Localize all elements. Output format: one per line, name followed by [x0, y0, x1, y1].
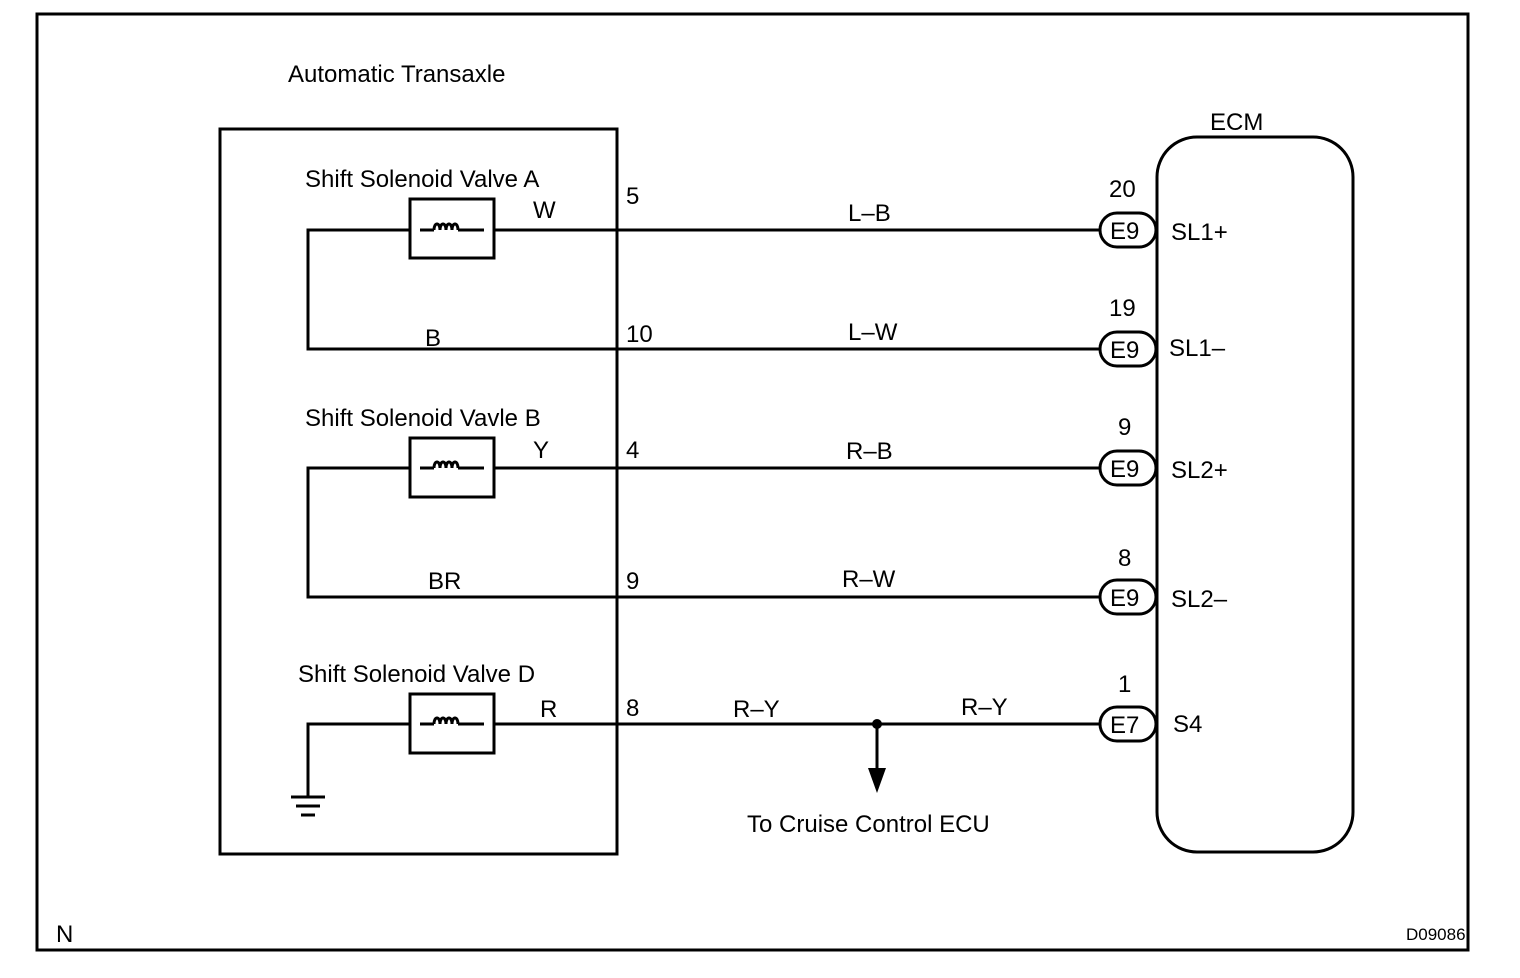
ecm-pin-number: 19 [1109, 295, 1136, 322]
solenoid-b-name: Shift Solenoid Vavle B [305, 405, 541, 432]
ecm-pin-number: 9 [1118, 414, 1131, 441]
coil-icon [420, 716, 484, 726]
connector-label: E9 [1110, 218, 1139, 245]
wire-color-label: R–B [846, 438, 893, 465]
wire-color-label: L–W [848, 319, 898, 346]
transaxle-pin: 4 [626, 437, 639, 464]
solenoid-b-loop-wire [306, 466, 617, 599]
solenoid-d [408, 692, 496, 755]
solenoid-b [408, 436, 496, 499]
connector-e9 [1098, 330, 1158, 368]
ecm-terminal: S4 [1173, 711, 1202, 738]
transaxle-title: Automatic Transaxle [288, 61, 505, 88]
diagram-frame [35, 12, 1470, 952]
connector-label: E9 [1110, 456, 1139, 483]
ecm-terminal: SL2+ [1171, 457, 1228, 484]
transaxle-pin: 10 [626, 321, 653, 348]
connector-label: E9 [1110, 585, 1139, 612]
ecm-pin-number: 8 [1118, 545, 1131, 572]
wire-color-label: R–Y [961, 694, 1008, 721]
arrow-down-icon [868, 768, 886, 793]
wire-color-label: L–B [848, 200, 891, 227]
solenoid-d-wire-in: R [540, 696, 557, 723]
solenoid-d-name: Shift Solenoid Valve D [298, 661, 535, 688]
solenoid-a-name: Shift Solenoid Valve A [305, 166, 539, 193]
solenoid-a-wire-in: W [533, 197, 556, 224]
wire-color-label: R–Y [733, 696, 780, 723]
ecm-pin-number: 1 [1118, 671, 1131, 698]
connector-e9 [1098, 211, 1158, 249]
ecm-pin-number: 20 [1109, 176, 1136, 203]
ground-icon [291, 795, 325, 817]
transaxle-pin: 5 [626, 183, 639, 210]
connector-e9 [1098, 578, 1158, 616]
transaxle-box [218, 127, 619, 856]
cruise-control-label: To Cruise Control ECU [747, 811, 990, 838]
ecm-terminal: SL1– [1169, 335, 1226, 362]
coil-icon [420, 460, 484, 470]
ecm-terminal: SL1+ [1171, 219, 1228, 246]
transaxle-pin: 9 [626, 568, 639, 595]
wire-color-label: R–W [842, 566, 896, 593]
solenoid-a-loop-wire [306, 228, 617, 351]
corner-label-left: N [56, 921, 73, 948]
transaxle-pin: 8 [626, 695, 639, 722]
connector-e7 [1098, 705, 1158, 743]
ecm-label: ECM [1210, 109, 1263, 136]
ecm-box [1155, 135, 1355, 854]
diagram-code: D09086 [1406, 925, 1466, 944]
connector-label: E7 [1110, 712, 1139, 739]
solenoid-d-ground-wire [306, 722, 410, 796]
solenoid-b-wire-in: Y [533, 437, 549, 464]
connector-e9 [1098, 449, 1158, 487]
solenoid-a [408, 197, 496, 260]
solenoid-a-wire-out: B [425, 325, 441, 352]
connector-label: E9 [1110, 337, 1139, 364]
ecm-terminal: SL2– [1171, 586, 1228, 613]
coil-icon [420, 222, 484, 232]
solenoid-b-wire-out: BR [428, 568, 461, 595]
